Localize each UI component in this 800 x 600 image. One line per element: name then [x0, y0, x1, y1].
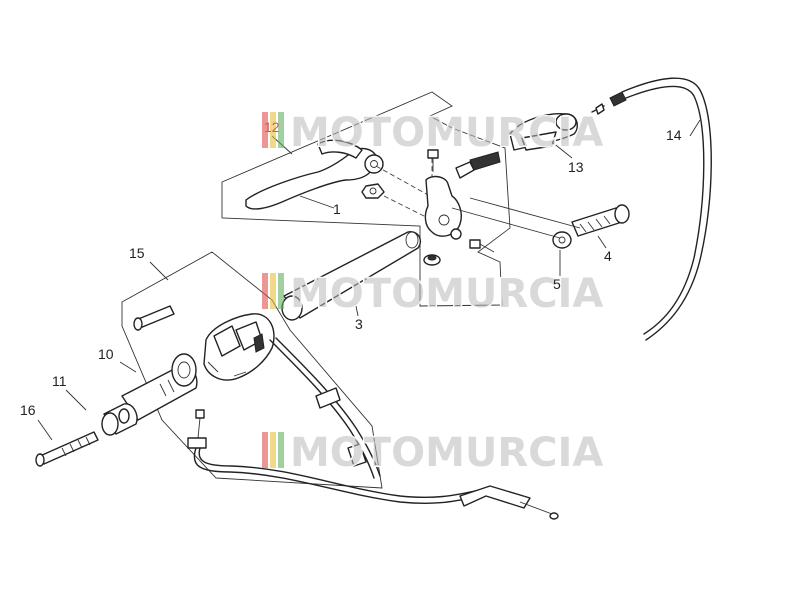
watermark-text: MOTOMURCIA	[290, 271, 603, 317]
handlebar-tube-3	[281, 231, 422, 321]
lever-bracket	[424, 175, 462, 237]
callout-3: 3	[355, 316, 363, 332]
callout-4: 4	[604, 248, 612, 264]
watermark-text: MOTOMURCIA	[290, 430, 603, 476]
cable-14	[591, 77, 712, 341]
callout-10: 10	[98, 346, 114, 362]
callout-13: 13	[568, 159, 584, 175]
watermark-text: MOTOMURCIA	[290, 110, 603, 156]
throttle-group	[35, 251, 383, 489]
callout-labels: 1 3 4 5 10 11 12 13 14 15 16	[20, 119, 682, 418]
callout-16: 16	[20, 402, 36, 418]
callout-14: 14	[666, 127, 682, 143]
watermark-logo-middle: MOTOMURCIA	[262, 270, 604, 318]
watermark-logo-bottom: MOTOMURCIA	[262, 429, 604, 477]
bolt-4	[571, 204, 630, 237]
callout-5: 5	[553, 276, 561, 292]
watermark-logo-top: MOTOMURCIA	[262, 109, 604, 157]
clutch-lever-group	[221, 91, 578, 307]
callout-15: 15	[129, 245, 145, 261]
callout-12: 12	[264, 119, 280, 135]
throttle-cable	[187, 337, 559, 520]
callout-1: 1	[333, 201, 341, 217]
callout-leaders	[37, 119, 701, 441]
callout-11: 11	[52, 373, 67, 389]
washer-5	[552, 231, 572, 249]
